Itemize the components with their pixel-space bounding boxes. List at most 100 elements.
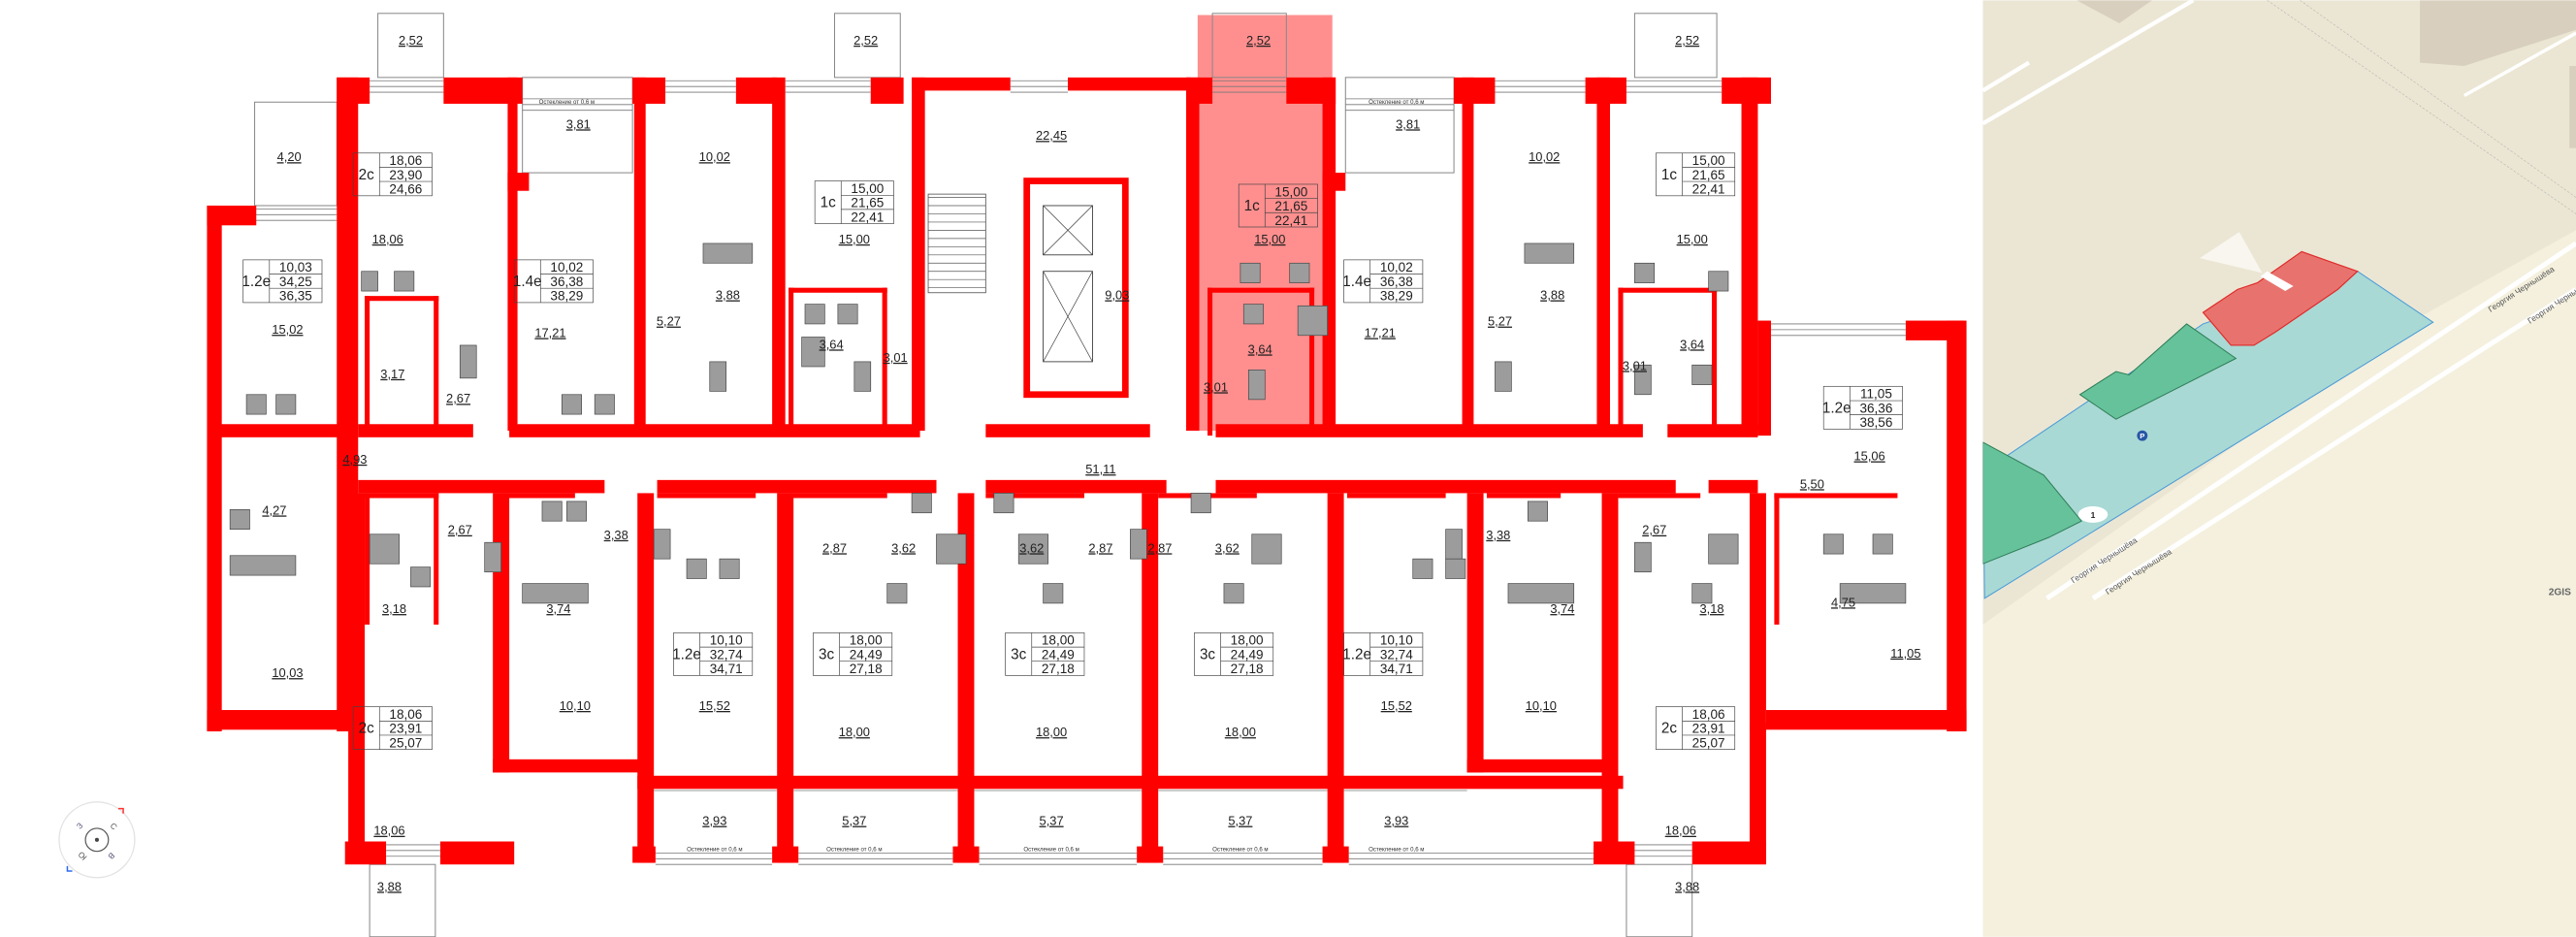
fixture-icon <box>410 566 432 588</box>
apartment-type: 1с <box>821 195 836 211</box>
room-area-label: 18,06 <box>1665 824 1696 838</box>
room-area-label: 3,18 <box>1700 601 1724 616</box>
wall <box>1322 173 1346 191</box>
elevator-icon <box>1043 205 1093 256</box>
total-area: 36,36 <box>1859 401 1892 415</box>
room-area-label: 3,88 <box>377 879 402 893</box>
room-area-label: 22,45 <box>1036 128 1067 143</box>
room-area-label: 5,50 <box>1800 476 1824 491</box>
room-area-label: 3,62 <box>1019 540 1044 555</box>
fixture-icon <box>936 533 967 565</box>
room-area-label: 51,11 <box>1085 462 1115 476</box>
living-area: 15,00 <box>1692 153 1725 168</box>
fixture-icon <box>484 541 501 573</box>
room-area-label: 15,00 <box>839 232 870 246</box>
wall <box>1137 846 1164 863</box>
total-area: 23,91 <box>389 722 422 736</box>
room-area-label: 5,37 <box>1040 814 1064 828</box>
fixture-icon <box>1223 583 1244 604</box>
fixture-icon <box>1240 262 1261 283</box>
living-area: 15,00 <box>1274 184 1307 199</box>
room-area-label: 3,01 <box>1204 379 1228 394</box>
wall <box>434 296 439 436</box>
wall <box>219 424 338 437</box>
wall <box>657 479 937 494</box>
room-area-label: 3,88 <box>1540 288 1564 303</box>
wall <box>507 77 518 432</box>
room-area-label: 2,67 <box>448 523 472 537</box>
compass[interactable]: С В Ю З <box>58 801 136 879</box>
room-area-label: 15,52 <box>1381 698 1412 713</box>
fixture-icon <box>1289 262 1310 283</box>
location-map[interactable]: Георгия Чернышёва Георгия Чернышёва Геор… <box>1982 0 2576 937</box>
entrance-marker[interactable]: 1 <box>2077 505 2109 523</box>
glazing-note: Остекление от 0,6 м <box>539 99 595 106</box>
wall <box>870 77 904 104</box>
fixture-icon <box>1822 533 1844 555</box>
wall <box>985 493 1084 499</box>
room-area-label: 10,10 <box>560 698 591 713</box>
total-area-with-balcony: 36,35 <box>279 289 312 304</box>
wall <box>912 77 1011 91</box>
compass-east: В <box>106 851 116 861</box>
fixture-icon <box>702 242 754 264</box>
fixture-icon <box>653 529 671 560</box>
room-area-label: 10,10 <box>1526 698 1557 713</box>
room-area-label: 18,00 <box>839 725 870 739</box>
neighbor-building[interactable] <box>1982 441 2082 565</box>
balcony <box>1344 77 1455 174</box>
room-area-label: 18,06 <box>373 824 404 838</box>
room-area-label: 10,03 <box>272 665 303 680</box>
wall <box>207 710 359 730</box>
total-area-with-balcony: 34,71 <box>710 662 743 676</box>
neighbor-building[interactable] <box>2078 323 2238 420</box>
window <box>665 80 736 93</box>
wall <box>493 493 510 773</box>
wall <box>1486 493 1562 499</box>
wall <box>358 424 473 437</box>
wall <box>344 841 387 865</box>
plan-background <box>0 0 1983 937</box>
fixture-icon <box>719 558 740 579</box>
wall <box>789 287 794 436</box>
window <box>522 98 633 112</box>
fixture-icon <box>709 361 727 392</box>
wall <box>1142 493 1159 863</box>
wall <box>1215 479 1676 494</box>
room-area-label: 2,87 <box>1147 540 1172 555</box>
fixture-icon <box>1445 558 1466 579</box>
map-attribution[interactable]: 2GIS <box>2549 587 2571 598</box>
wall <box>1774 493 1898 499</box>
living-area: 18,00 <box>850 633 883 648</box>
apartment-type: 2с <box>359 721 374 737</box>
room-area-label: 5,37 <box>842 814 866 828</box>
total-area: 24,49 <box>1231 647 1264 662</box>
wall <box>365 296 370 436</box>
room-area-label: 3,01 <box>1623 358 1647 372</box>
window <box>1212 80 1287 93</box>
selected-building[interactable] <box>2202 250 2359 346</box>
room-area-label: 2,52 <box>853 33 878 48</box>
wall <box>1618 287 1718 293</box>
wall <box>1208 287 1213 436</box>
wall <box>434 493 439 625</box>
wall <box>207 205 257 226</box>
parking-icon[interactable]: P <box>2137 430 2148 441</box>
